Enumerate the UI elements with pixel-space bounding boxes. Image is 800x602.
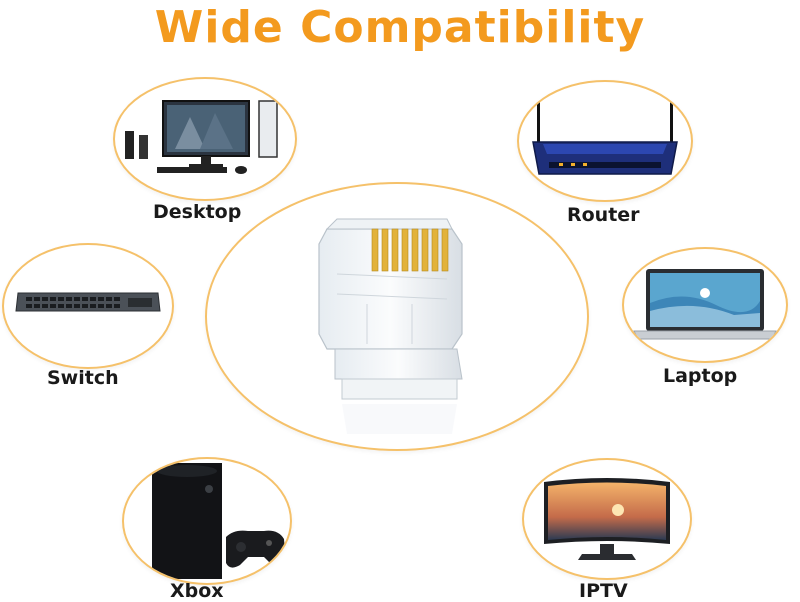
- device-circle-switch: [2, 243, 174, 369]
- router-icon: [532, 90, 678, 175]
- label-router: Router: [567, 204, 640, 226]
- game-console-icon: [152, 463, 286, 579]
- label-laptop: Laptop: [663, 365, 738, 387]
- desktop-computer-icon: [125, 100, 278, 174]
- device-circle-xbox: [122, 457, 292, 585]
- device-circle-iptv: [522, 458, 692, 580]
- monitor-tv-icon: [544, 478, 670, 560]
- page-title: Wide Compatibility: [154, 2, 646, 53]
- label-iptv: IPTV: [579, 580, 628, 602]
- rj45-connector-icon: [318, 218, 463, 434]
- label-switch: Switch: [47, 367, 119, 389]
- center-product-circle: [205, 182, 589, 451]
- device-circle-desktop: [113, 77, 297, 201]
- device-circle-router: [517, 80, 693, 202]
- device-circle-laptop: [622, 247, 788, 363]
- laptop-icon: [633, 269, 777, 340]
- network-switch-icon: [15, 292, 161, 312]
- label-desktop: Desktop: [153, 201, 242, 223]
- label-xbox: Xbox: [170, 580, 224, 602]
